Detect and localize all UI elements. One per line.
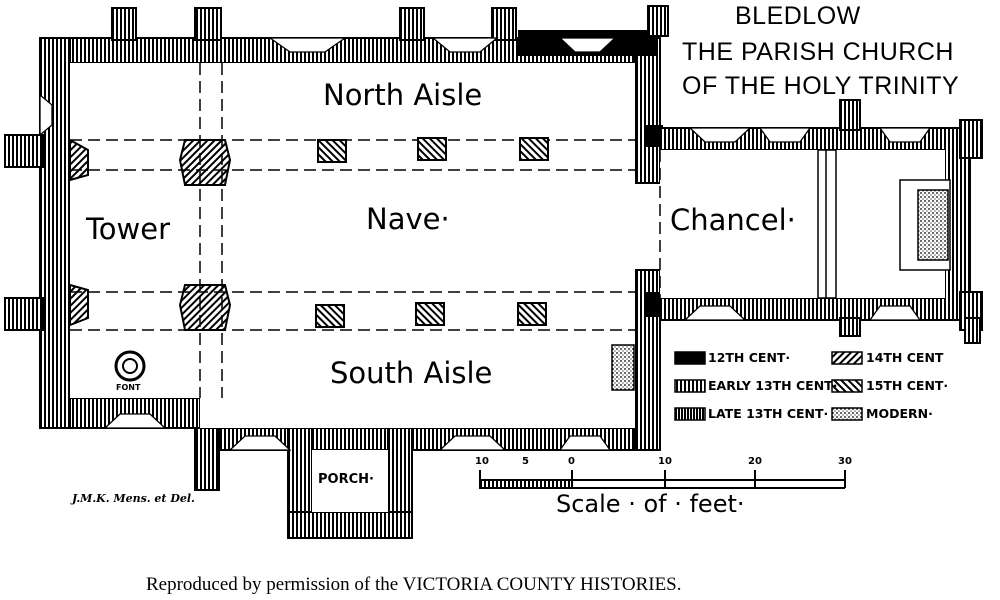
draughtsman-signature: J.M.K. Mens. et Del. bbox=[72, 492, 195, 505]
scale-tick-10: 10 bbox=[658, 456, 672, 467]
legend-swatch-14th bbox=[831, 351, 863, 365]
legend-14th: 14TH CENT bbox=[866, 350, 944, 365]
title-bledlow: BLEDLOW bbox=[735, 2, 861, 30]
scale-bar bbox=[479, 470, 846, 489]
south-door bbox=[611, 344, 635, 391]
legend-swatch-15th bbox=[831, 379, 863, 393]
legend-swatches bbox=[674, 351, 863, 421]
caption: Reproduced by permission of the VICTORIA… bbox=[146, 574, 682, 595]
label-south-aisle: South Aisle bbox=[330, 356, 493, 390]
label-north-aisle: North Aisle bbox=[323, 78, 483, 112]
legend-12th: 12TH CENT· bbox=[708, 350, 791, 365]
tower-arch-piers bbox=[69, 138, 232, 331]
arcade-lines bbox=[70, 63, 836, 398]
legend-15th: 15TH CENT· bbox=[866, 378, 949, 393]
legend-modern: MODERN· bbox=[866, 406, 933, 421]
legend-swatch-12th bbox=[674, 351, 706, 365]
scale-label: Scale · of · feet· bbox=[556, 490, 745, 518]
altar bbox=[817, 149, 951, 299]
title-holy-trinity: OF THE HOLY TRINITY bbox=[682, 72, 960, 100]
interior bbox=[70, 63, 945, 512]
font-icon bbox=[114, 350, 146, 382]
label-chancel: Chancel· bbox=[670, 203, 796, 237]
scale-tick-10-left: 10 bbox=[475, 456, 489, 467]
title-parish-church: THE PARISH CHURCH bbox=[682, 38, 954, 66]
label-nave: Nave· bbox=[366, 202, 450, 236]
nave-columns bbox=[315, 137, 549, 328]
legend-early-13th: EARLY 13TH CENT· bbox=[708, 378, 838, 393]
scale-tick-0: 0 bbox=[568, 456, 575, 467]
legend-swatch-modern bbox=[831, 407, 863, 421]
legend-swatch-early-13th bbox=[674, 379, 706, 393]
label-tower: Tower bbox=[86, 212, 171, 246]
windows bbox=[39, 37, 932, 451]
legend-swatch-late-13th bbox=[674, 407, 706, 421]
scale-tick-20: 20 bbox=[748, 456, 762, 467]
label-font: FONT bbox=[116, 383, 141, 392]
label-porch: PORCH· bbox=[318, 472, 374, 487]
scale-tick-5: 5 bbox=[522, 456, 529, 467]
scale-tick-30: 30 bbox=[838, 456, 852, 467]
legend-late-13th: LATE 13TH CENT· bbox=[708, 406, 829, 421]
